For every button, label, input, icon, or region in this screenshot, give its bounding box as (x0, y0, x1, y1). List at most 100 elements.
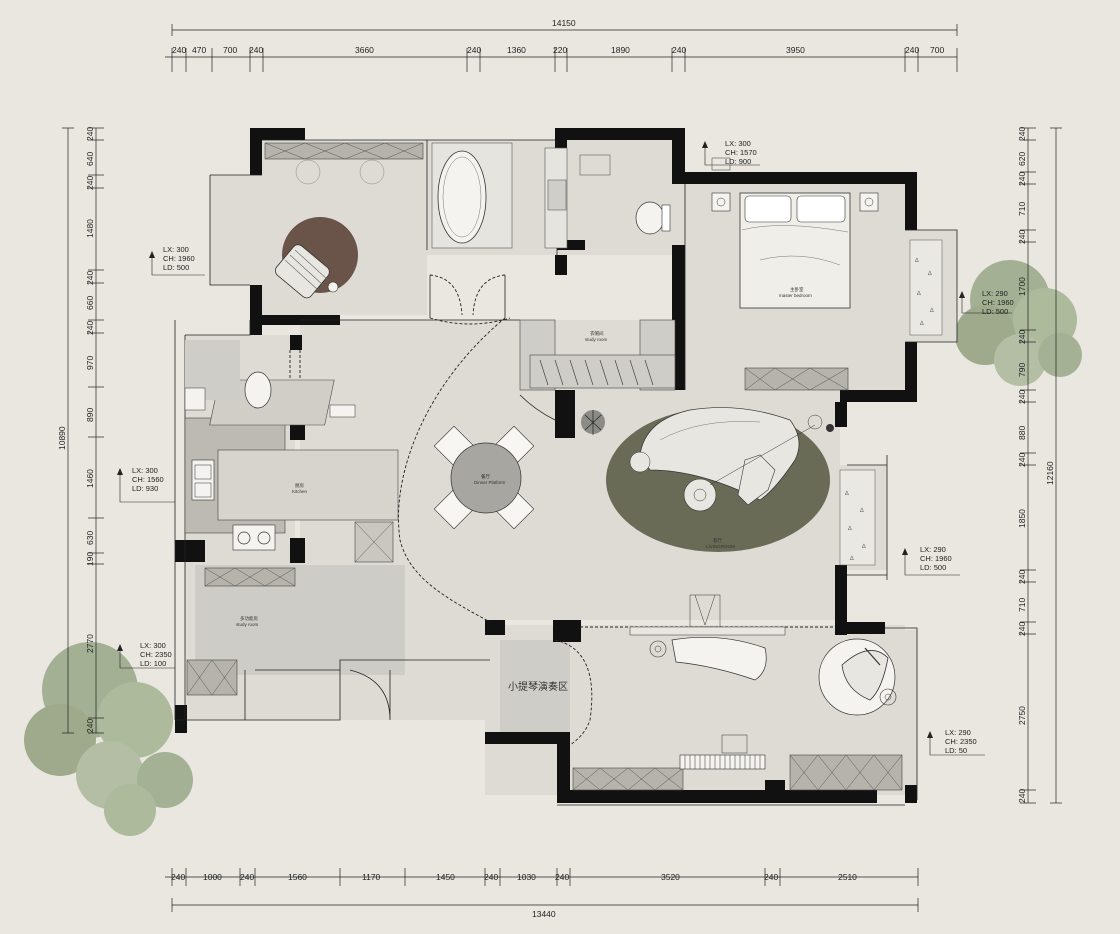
level-tag: LX: 300 CH: 2350 LD: 100 (117, 641, 175, 669)
svg-text:240: 240 (555, 872, 569, 882)
svg-text:240: 240 (85, 321, 95, 335)
room-label-living-cn: 客厅 (713, 537, 722, 544)
svg-text:240: 240 (484, 872, 498, 882)
svg-text:240: 240 (1017, 390, 1027, 404)
svg-text:240: 240 (672, 45, 686, 55)
svg-text:LD: 100: LD: 100 (140, 659, 166, 668)
svg-text:CH: 1960: CH: 1960 (920, 554, 952, 563)
dimension-bottom (165, 868, 919, 912)
svg-text:240: 240 (1017, 789, 1027, 803)
room-label-kitchen-cn: 厨房 (295, 482, 304, 489)
plant-icon (581, 410, 605, 435)
svg-text:1560: 1560 (288, 872, 307, 882)
kitchen-furniture (184, 340, 399, 551)
svg-text:CH: 1960: CH: 1960 (163, 254, 195, 263)
svg-text:710: 710 (1017, 598, 1027, 612)
bathtub-icon (437, 150, 487, 244)
svg-text:240: 240 (1017, 570, 1027, 584)
svg-text:∆: ∆ (845, 490, 849, 497)
level-tag: LX: 290 CH: 2350 LD: 50 (927, 728, 985, 756)
svg-text:LX: 290: LX: 290 (920, 545, 946, 554)
room-label-master-en: master bedroom (779, 293, 812, 298)
svg-text:240: 240 (467, 45, 481, 55)
svg-text:∆: ∆ (917, 290, 921, 297)
piano-icon (679, 754, 766, 770)
svg-text:3660: 3660 (355, 45, 374, 55)
tree-icon (24, 642, 193, 836)
svg-text:LD: 500: LD: 500 (982, 307, 1008, 316)
dimension-left-total: 10890 (57, 426, 67, 450)
balcony-texture: ∆∆∆∆∆ ∆∆∆∆∆ (845, 257, 934, 562)
svg-text:880: 880 (1017, 426, 1027, 440)
svg-text:1700: 1700 (1017, 277, 1027, 296)
svg-text:∆: ∆ (850, 555, 854, 562)
dimension-top (165, 24, 958, 72)
svg-text:240: 240 (1017, 453, 1027, 467)
svg-text:LX: 300: LX: 300 (163, 245, 189, 254)
cabinet-units (186, 142, 903, 791)
dimension-top-total: 14150 (552, 18, 576, 28)
master-bedroom-furniture (711, 157, 879, 309)
svg-text:240: 240 (249, 45, 263, 55)
svg-text:∆: ∆ (862, 543, 866, 550)
room-label-dining-cn: 餐厅 (481, 473, 490, 480)
svg-text:240: 240 (1017, 230, 1027, 244)
svg-text:700: 700 (930, 45, 944, 55)
room-label-living-en: LIVINGROOM (706, 544, 735, 549)
svg-text:240: 240 (1017, 622, 1027, 636)
sink-icon (547, 179, 567, 211)
dining-table-icon (450, 442, 522, 514)
level-tag: LX: 300 CH: 1570 LD: 900 (702, 139, 760, 166)
svg-text:620: 620 (1017, 152, 1027, 166)
armchair-icon (737, 454, 776, 506)
dimension-bottom-labels: 240 1000 240 1560 1170 1450 240 1030 240… (171, 872, 857, 882)
sink-icon (191, 459, 215, 501)
svg-text:LX: 290: LX: 290 (945, 728, 971, 737)
svg-text:710: 710 (1017, 202, 1027, 216)
room-label-dining-en: Dinner Platform (474, 480, 506, 485)
svg-text:3950: 3950 (786, 45, 805, 55)
svg-text:1480: 1480 (85, 219, 95, 238)
svg-text:LX: 300: LX: 300 (140, 641, 166, 650)
svg-text:240: 240 (764, 872, 778, 882)
room-label-piano-zone: 小提琴演奏区 (508, 680, 568, 693)
svg-text:LD: 930: LD: 930 (132, 484, 158, 493)
room-label-cloak-en: study room (585, 337, 608, 342)
balconies (839, 239, 943, 566)
svg-text:LX: 300: LX: 300 (132, 466, 158, 475)
svg-text:3520: 3520 (661, 872, 680, 882)
pillow-icon (796, 195, 846, 223)
sofa-icon (671, 637, 767, 681)
svg-text:660: 660 (85, 296, 95, 310)
dimension-top-labels: 240 470 700 240 3660 240 1360 220 1890 2… (172, 45, 944, 55)
svg-text:1360: 1360 (507, 45, 526, 55)
room-label-study-cn: 多功能房 (240, 615, 258, 622)
svg-text:790: 790 (1017, 363, 1027, 377)
stove-icon (232, 524, 276, 551)
svg-text:∆: ∆ (848, 525, 852, 532)
svg-text:970: 970 (85, 356, 95, 370)
dimension-left-labels: 240 640 240 1480 240 660 240 970 890 146… (85, 127, 95, 733)
svg-text:1170: 1170 (362, 872, 381, 882)
svg-text:1030: 1030 (517, 872, 536, 882)
svg-text:1000: 1000 (203, 872, 222, 882)
svg-text:640: 640 (85, 152, 95, 166)
svg-text:CH: 1560: CH: 1560 (132, 475, 164, 484)
piano-zone-floor (500, 640, 570, 735)
level-tag: LX: 290 CH: 1960 LD: 500 (902, 545, 960, 576)
svg-text:2750: 2750 (1017, 706, 1027, 725)
svg-text:240: 240 (1017, 172, 1027, 186)
svg-text:CH: 1570: CH: 1570 (725, 148, 757, 157)
svg-text:470: 470 (192, 45, 206, 55)
svg-text:CH: 1960: CH: 1960 (982, 298, 1014, 307)
room-label-kitchen-en: Kitchen (292, 489, 308, 494)
svg-text:240: 240 (240, 872, 254, 882)
svg-text:240: 240 (172, 45, 186, 55)
svg-text:240: 240 (1017, 330, 1027, 344)
dimension-right (1020, 127, 1062, 804)
toilet-icon (635, 201, 665, 235)
nightstand-icon (711, 192, 731, 212)
svg-text:∆: ∆ (920, 320, 924, 327)
nightstand-icon (859, 192, 879, 212)
svg-text:CH: 2350: CH: 2350 (140, 650, 172, 659)
